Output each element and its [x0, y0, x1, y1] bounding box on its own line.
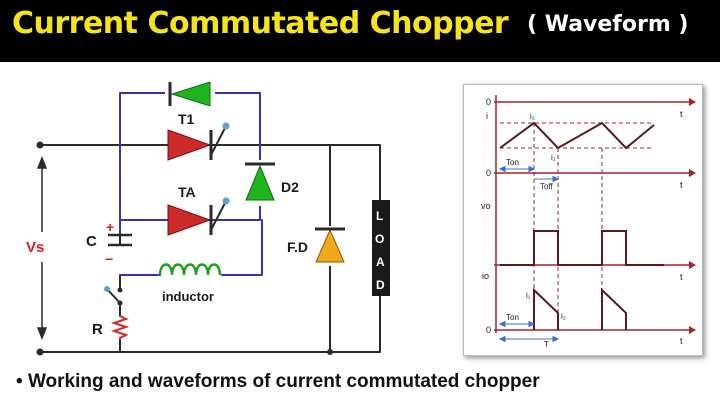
output-voltage-pulses: [500, 230, 664, 266]
ta-gate-tip: [222, 197, 230, 205]
i2-marker: i₂: [530, 112, 535, 121]
zero-label: 0: [486, 325, 491, 335]
t-label: t: [680, 109, 683, 119]
t-label: t: [680, 272, 683, 282]
waveform-panel: 0 0 0 t t t t i vo io i₂ i₁: [463, 84, 703, 356]
t1-label: T1: [178, 111, 195, 127]
page-title: Current Commutated Chopper: [12, 6, 509, 41]
vs-label: Vs: [26, 239, 44, 256]
axis-label-io: io: [482, 271, 489, 281]
d2-label: D2: [281, 179, 299, 195]
caption-text: Working and waveforms of current commuta…: [27, 371, 540, 392]
current-waveform-top: [499, 121, 655, 150]
capacitor-minus-sign: −: [105, 251, 113, 267]
top-supply-wire: [39, 144, 381, 211]
bottom-return-wire: [39, 294, 381, 353]
load-block: L O A D: [372, 200, 390, 296]
waveform-plots: 0 0 0 t t t t i vo io i₂ i₁: [481, 95, 696, 349]
i1-bottom-marker: i₁: [526, 291, 531, 300]
t1-gate-tip: [222, 122, 230, 130]
period-marker: T: [544, 340, 549, 349]
caption: • Working and waveforms of current commu…: [16, 371, 540, 393]
fd-label: F.D: [287, 239, 308, 255]
ton-bottom-marker: Ton: [506, 313, 519, 322]
ton-marker: Ton: [506, 158, 519, 167]
page-subtitle: ( Waveform ): [527, 12, 689, 37]
terminal-bottom: [36, 348, 44, 356]
c-label: C: [86, 233, 97, 250]
caption-bullet: •: [16, 371, 23, 392]
i2-bottom-marker: i₂: [561, 312, 566, 321]
zero-label: 0: [486, 97, 491, 107]
thyristor-t1: [167, 122, 230, 161]
resistor-r: [110, 315, 130, 340]
diode-d2-green: [245, 160, 275, 206]
capacitor-c: [108, 233, 132, 247]
capacitor-plus-sign: +: [106, 219, 114, 235]
r-label: R: [92, 321, 103, 338]
i1-marker: i₁: [551, 153, 556, 162]
axis-label-i: i: [486, 111, 488, 121]
chopper-circuit-diagram: Vs T1 D2 TA C + − inductor: [26, 81, 390, 356]
terminal-top: [36, 141, 44, 149]
t-label: t: [680, 180, 683, 190]
title-banner: Current Commutated Chopper ( Waveform ): [0, 0, 720, 62]
toff-marker: Toff: [540, 182, 554, 191]
axis-label-vo: vo: [481, 201, 491, 211]
diode-d1-green: [165, 81, 215, 107]
load-letter: D: [376, 278, 385, 292]
load-letter: O: [375, 232, 384, 246]
t-label: t: [680, 336, 683, 346]
switch-tip: [104, 286, 110, 292]
thyristor-ta: [167, 197, 230, 236]
load-letter: L: [376, 209, 383, 223]
load-letter: A: [376, 255, 385, 269]
inductor-coil: [158, 263, 222, 276]
inductor-label: inductor: [162, 289, 214, 304]
vs-voltage-arrow: [36, 155, 48, 341]
zero-label: 0: [486, 168, 491, 178]
junction-dot-bottom: [327, 349, 333, 355]
ta-label: TA: [178, 184, 196, 200]
freewheel-diode: [315, 226, 345, 266]
switch: [104, 286, 123, 306]
load-current-waveform: [533, 287, 627, 330]
